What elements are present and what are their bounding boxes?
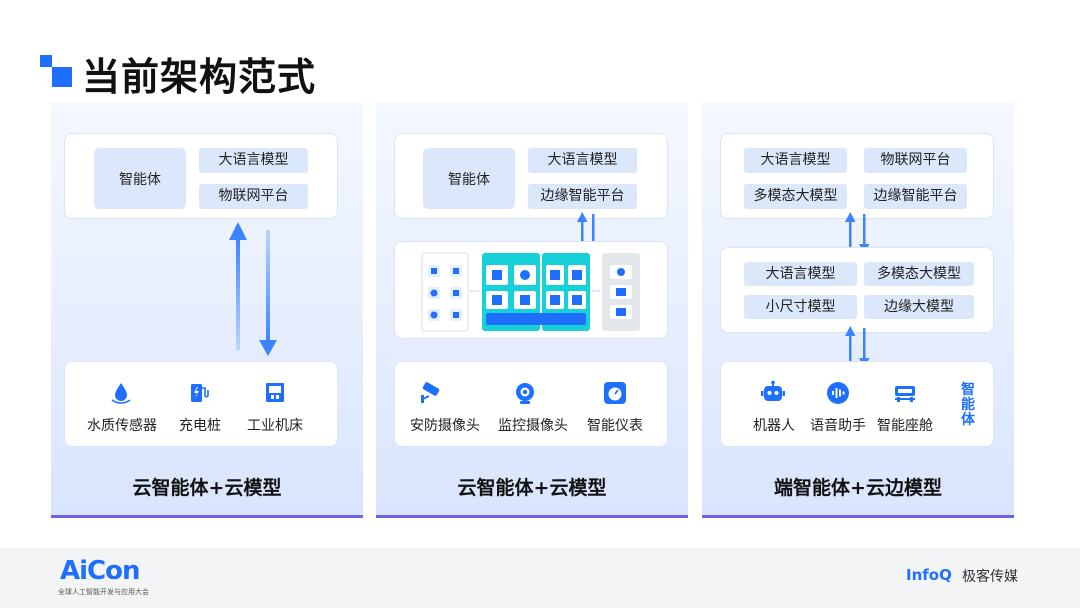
device-label: 语音助手	[810, 418, 866, 434]
dome-camera-icon	[516, 383, 534, 404]
footer-bar	[0, 548, 1080, 608]
device-label: 智能仪表	[587, 418, 643, 434]
smart-cockpit-icon	[895, 386, 915, 402]
model-chip: 大语言模型	[199, 148, 308, 173]
vertical-agent-label: 智能体	[961, 382, 975, 428]
device-box	[64, 361, 338, 447]
security-camera-icon	[421, 382, 440, 403]
machine-tool-icon	[266, 383, 284, 402]
voice-assistant-icon	[827, 382, 849, 404]
platform-chip: 边缘智能平台	[864, 184, 967, 209]
model-chip: 小尺寸模型	[744, 295, 857, 319]
agent-chip: 智能体	[423, 148, 515, 209]
device-label: 充电桩	[179, 418, 221, 434]
edge-box	[720, 247, 994, 333]
charging-pile-icon	[191, 384, 209, 402]
model-chip: 大语言模型	[528, 148, 637, 173]
platform-chip: 边缘智能平台	[528, 184, 637, 209]
title-square-icon	[40, 55, 52, 67]
water-drop-icon	[111, 383, 131, 404]
infoq-logo: InfoQ	[906, 566, 952, 584]
geekbang-brand: 极客传媒	[962, 569, 1018, 585]
platform-chip: 物联网平台	[199, 184, 308, 209]
robot-icon	[761, 380, 785, 401]
title-square-icon	[52, 67, 72, 87]
device-label: 水质传感器	[87, 418, 157, 434]
aicon-logo-subtitle: 全球人工智能开发与应用大会	[58, 588, 149, 596]
model-chip: 大语言模型	[744, 262, 857, 286]
device-label: 安防摄像头	[410, 418, 480, 434]
device-label: 机器人	[753, 418, 795, 434]
device-label: 监控摄像头	[498, 418, 568, 434]
panel-caption: 云智能体+云模型	[457, 477, 607, 499]
model-chip: 多模态大模型	[864, 262, 974, 286]
model-chip: 边缘大模型	[864, 295, 974, 319]
model-chip: 大语言模型	[744, 148, 847, 173]
panel-caption: 端智能体+云边模型	[774, 477, 942, 499]
page-title: 当前架构范式	[82, 55, 317, 99]
edge-architecture-graphic	[421, 252, 640, 332]
agent-chip: 智能体	[94, 148, 186, 209]
up-down-arrows-icon	[229, 222, 277, 356]
device-box	[394, 361, 668, 447]
device-label: 工业机床	[247, 418, 303, 434]
device-label: 智能座舱	[877, 418, 933, 434]
platform-chip: 物联网平台	[864, 148, 967, 173]
model-chip: 多模态大模型	[744, 184, 847, 209]
smart-meter-icon	[604, 382, 626, 404]
device-box	[720, 361, 994, 447]
aicon-logo: AiCon	[60, 556, 140, 586]
panel-caption: 云智能体+云模型	[132, 477, 282, 499]
